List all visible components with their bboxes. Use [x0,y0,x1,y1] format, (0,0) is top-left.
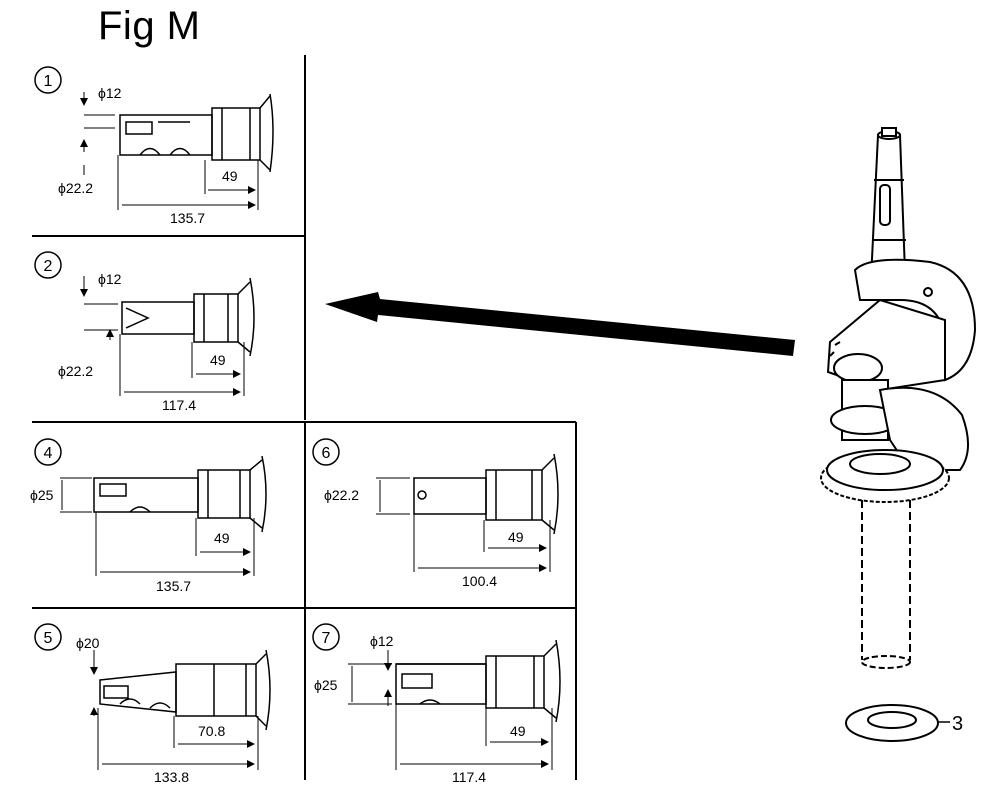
short-length-label: 49 [510,723,526,739]
total-length-label: 117.4 [452,769,486,785]
short-length-label: 49 [214,530,230,546]
shaft-drawing [99,649,271,731]
panel-number-circle [34,623,62,651]
dimension-lines [90,650,259,770]
dimension-lines [60,477,255,576]
shaft-drawing [395,639,561,723]
panel-number: 4 [44,445,53,462]
panel-6: 6 ϕ22.2 49 100.4 [312,438,559,589]
total-length-label: 133.8 [154,769,189,785]
panel-number-circle [34,66,62,94]
short-length-label: 49 [210,352,226,368]
panel-2: 2 ϕ12 ϕ22.2 49 117.4 [34,251,255,413]
small-diameter-label: ϕ12 [98,85,122,101]
panel-grid [32,55,577,780]
total-length-label: 135.7 [156,578,191,594]
dimension-lines [80,276,245,396]
large-diameter-label: ϕ25 [314,677,338,693]
large-diameter-label: ϕ22.2 [58,180,93,196]
panel-4: 4 ϕ25 49 135.7 [30,438,267,594]
panel-1: 1 ϕ12 ϕ22.2 49 [34,66,274,226]
short-length-label: 49 [508,529,524,545]
small-diameter-label: ϕ12 [98,271,122,287]
pointer-arrow [325,292,795,356]
dimension-lines [376,477,551,572]
large-diameter-label: ϕ22.2 [58,363,93,379]
large-diameter-label: ϕ25 [30,487,54,503]
panel-number: 2 [44,258,53,275]
panel-number: 5 [44,630,53,647]
panel-number-circle [34,438,62,466]
panel-number-circle [312,438,340,466]
panel-number-circle [312,623,340,651]
shaft-drawing [93,455,267,533]
panel-number: 6 [322,445,331,462]
crankshaft-illustration [820,127,977,742]
total-length-label: 135.7 [170,210,205,226]
panel-number-circle [34,251,62,279]
dimension-lines [348,650,553,770]
large-diameter-label: ϕ22.2 [324,487,359,503]
panel-number: 1 [44,73,53,90]
short-length-label: 70.8 [198,723,225,739]
panel-7: 7 ϕ12 ϕ25 49 117.4 [312,623,561,785]
washer-callout-number: 3 [952,713,963,735]
dimension-lines [80,92,259,210]
panel-5: 5 ϕ20 70.8 133.8 [34,623,271,785]
shaft-drawing [413,453,559,535]
small-diameter-label: ϕ20 [76,635,100,651]
shaft-drawing [119,93,274,173]
figure-title: Fig M [98,4,201,48]
shaft-drawing [121,277,255,357]
small-diameter-label: ϕ12 [370,633,394,649]
total-length-label: 117.4 [162,397,196,413]
panel-number: 7 [322,630,331,647]
total-length-label: 100.4 [462,573,497,589]
short-length-label: 49 [222,168,238,184]
